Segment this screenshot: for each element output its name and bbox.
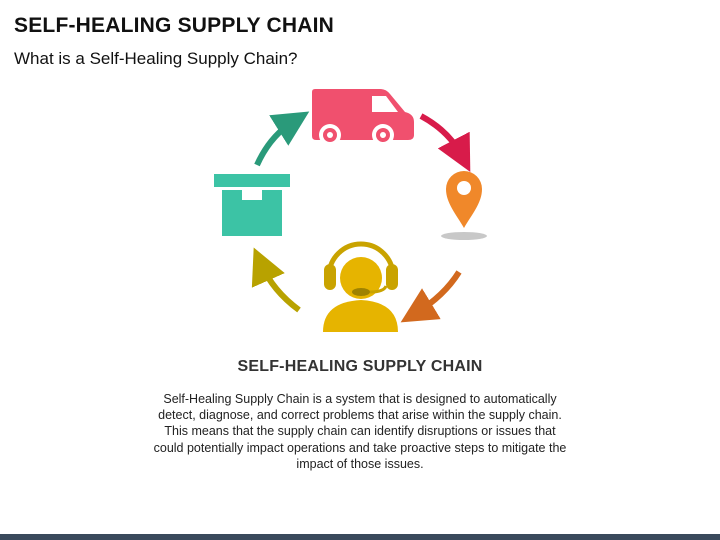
- footer-bar: [0, 534, 720, 540]
- arrow-agent-to-box: [251, 247, 301, 313]
- description-paragraph: Self-Healing Supply Chain is a system th…: [153, 392, 567, 471]
- package-box-icon: [214, 174, 290, 236]
- page-subtitle: What is a Self-Healing Supply Chain?: [14, 49, 298, 68]
- arrow-box-to-van: [254, 111, 310, 167]
- supply-chain-cycle-diagram: [214, 89, 487, 332]
- section-heading: SELF-HEALING SUPPLY CHAIN: [237, 358, 483, 375]
- arrow-van-to-pin: [419, 113, 471, 172]
- arrow-pin-to-agent: [400, 270, 462, 323]
- location-pin-icon: [441, 171, 487, 240]
- delivery-van-icon: [312, 89, 414, 146]
- support-agent-icon: [323, 241, 398, 332]
- page-title: SELF-HEALING SUPPLY CHAIN: [14, 14, 335, 37]
